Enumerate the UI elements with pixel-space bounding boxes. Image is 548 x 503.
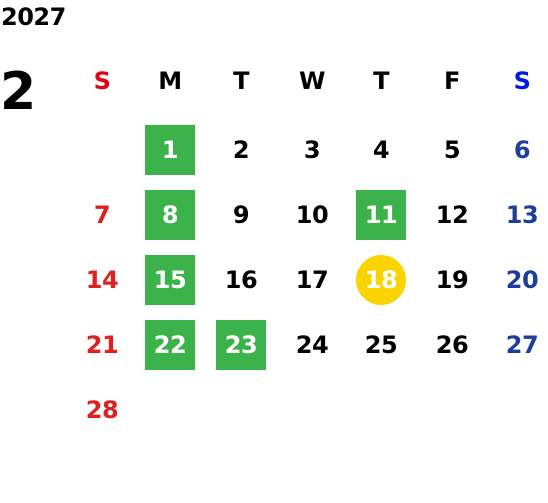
day-cell-5[interactable]: 5 bbox=[443, 136, 461, 164]
day-cell-26[interactable]: 26 bbox=[435, 331, 469, 359]
day-cell-27[interactable]: 27 bbox=[505, 331, 539, 359]
day-cell-12[interactable]: 12 bbox=[435, 201, 469, 229]
day-cell-1[interactable]: 1 bbox=[145, 125, 195, 175]
day-cell-28[interactable]: 28 bbox=[85, 396, 119, 424]
day-cell-19[interactable]: 19 bbox=[435, 266, 469, 294]
day-cell-18[interactable]: 18 bbox=[356, 255, 406, 305]
day-cell-15[interactable]: 15 bbox=[145, 255, 195, 305]
day-cell-6[interactable]: 6 bbox=[513, 136, 531, 164]
day-cell-8[interactable]: 8 bbox=[145, 190, 195, 240]
day-cell-22[interactable]: 22 bbox=[145, 320, 195, 370]
day-cell-3[interactable]: 3 bbox=[303, 136, 321, 164]
year-label: 2027 bbox=[1, 3, 66, 31]
day-cell-20[interactable]: 20 bbox=[505, 266, 539, 294]
day-cell-14[interactable]: 14 bbox=[85, 266, 119, 294]
day-cell-24[interactable]: 24 bbox=[295, 331, 329, 359]
day-cell-7[interactable]: 7 bbox=[93, 201, 111, 229]
weekday-header-tuesday: T bbox=[233, 67, 249, 95]
weekday-header-sunday: S bbox=[93, 67, 111, 95]
day-cell-21[interactable]: 21 bbox=[85, 331, 119, 359]
day-cell-13[interactable]: 13 bbox=[505, 201, 539, 229]
day-cell-9[interactable]: 9 bbox=[232, 201, 250, 229]
day-cell-10[interactable]: 10 bbox=[295, 201, 329, 229]
weekday-header-saturday: S bbox=[513, 67, 531, 95]
month-label: 2 bbox=[0, 62, 37, 122]
day-cell-16[interactable]: 16 bbox=[224, 266, 258, 294]
weekday-header-friday: F bbox=[444, 67, 460, 95]
day-cell-25[interactable]: 25 bbox=[364, 331, 398, 359]
day-cell-17[interactable]: 17 bbox=[295, 266, 329, 294]
weekday-header-monday: M bbox=[158, 67, 182, 95]
day-cell-4[interactable]: 4 bbox=[372, 136, 390, 164]
weekday-header-thursday: T bbox=[373, 67, 389, 95]
day-cell-2[interactable]: 2 bbox=[232, 136, 250, 164]
day-cell-23[interactable]: 23 bbox=[216, 320, 266, 370]
day-cell-11[interactable]: 11 bbox=[356, 190, 406, 240]
weekday-header-wednesday: W bbox=[299, 67, 325, 95]
